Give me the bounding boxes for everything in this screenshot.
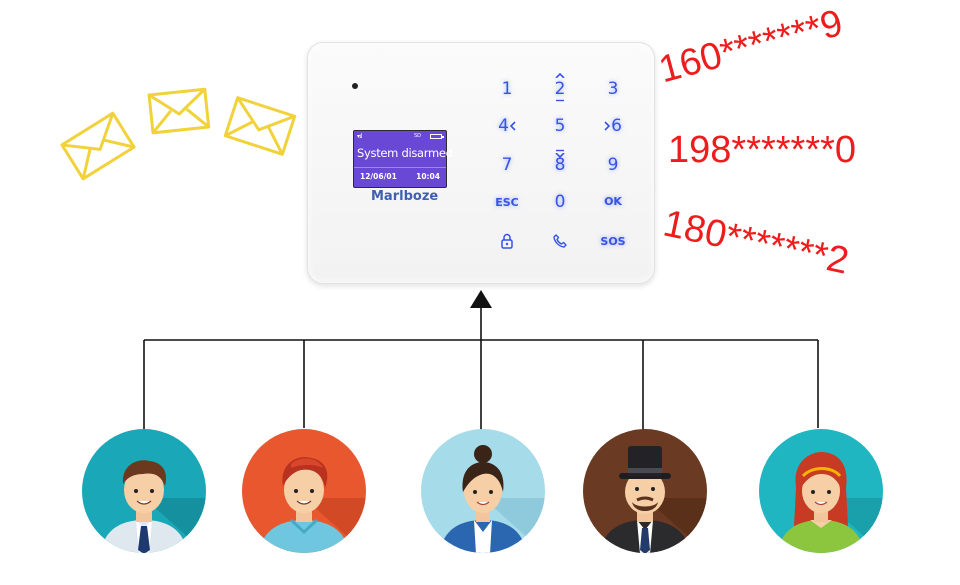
key-sos[interactable]: SOS — [600, 235, 626, 248]
user-avatar — [582, 428, 708, 554]
key-0[interactable]: 0 — [554, 192, 566, 212]
phone-number: 198*******0 — [668, 129, 857, 171]
key-3[interactable]: 3 — [607, 79, 619, 99]
man-top-hat-avatar-icon — [583, 429, 707, 553]
user-avatar — [81, 428, 207, 554]
user-avatar — [241, 428, 367, 554]
sensor-dot — [352, 83, 358, 89]
key-4[interactable]: 4 — [487, 118, 527, 135]
key-esc[interactable]: ESC — [495, 196, 519, 209]
key-7[interactable]: 7 — [501, 155, 513, 175]
signal-icon: ▾.ıl — [357, 133, 362, 140]
divider — [354, 167, 446, 168]
lcd-screen: ▾.ıl SD System disarmed 12/06/01 10:04 — [353, 130, 453, 188]
arrow-up-icon — [470, 290, 492, 308]
key-9[interactable]: 9 — [607, 155, 619, 175]
right-arrow-icon — [604, 121, 611, 131]
user-avatar — [420, 428, 546, 554]
down-arrow-icon — [555, 153, 565, 158]
key-8[interactable]: 8 — [554, 149, 566, 175]
battery-icon — [430, 134, 444, 139]
key-5[interactable]: 5 — [554, 116, 566, 136]
status-text: System disarmed — [357, 146, 453, 160]
alarm-control-panel: ▾.ıl SD System disarmed 12/06/01 10:04 M… — [307, 42, 655, 284]
woman-redhead-avatar-icon — [759, 429, 883, 553]
screen-time: 10:04 — [416, 172, 440, 181]
envelope-icon — [147, 87, 211, 135]
sd-indicator: SD — [414, 133, 422, 139]
key-1[interactable]: 1 — [501, 79, 513, 99]
key-lock[interactable] — [487, 233, 527, 252]
key-2[interactable]: 2 — [540, 73, 580, 102]
woman-vest-avatar-icon — [421, 429, 545, 553]
key-call[interactable] — [540, 233, 580, 252]
brand-logo: Marlboze — [371, 189, 439, 204]
envelope-icon — [60, 111, 136, 181]
man-casual-avatar-icon — [242, 429, 366, 553]
user-avatar — [758, 428, 884, 554]
left-arrow-icon — [509, 121, 516, 131]
up-arrow-icon — [555, 73, 565, 78]
man-tie-avatar-icon — [82, 429, 206, 553]
key-ok[interactable]: OK — [604, 195, 622, 208]
lock-icon — [501, 233, 513, 249]
envelope-icon — [223, 96, 297, 156]
phone-icon — [553, 234, 567, 248]
key-6[interactable]: 6 — [593, 118, 633, 135]
screen-date: 12/06/01 — [360, 172, 397, 181]
